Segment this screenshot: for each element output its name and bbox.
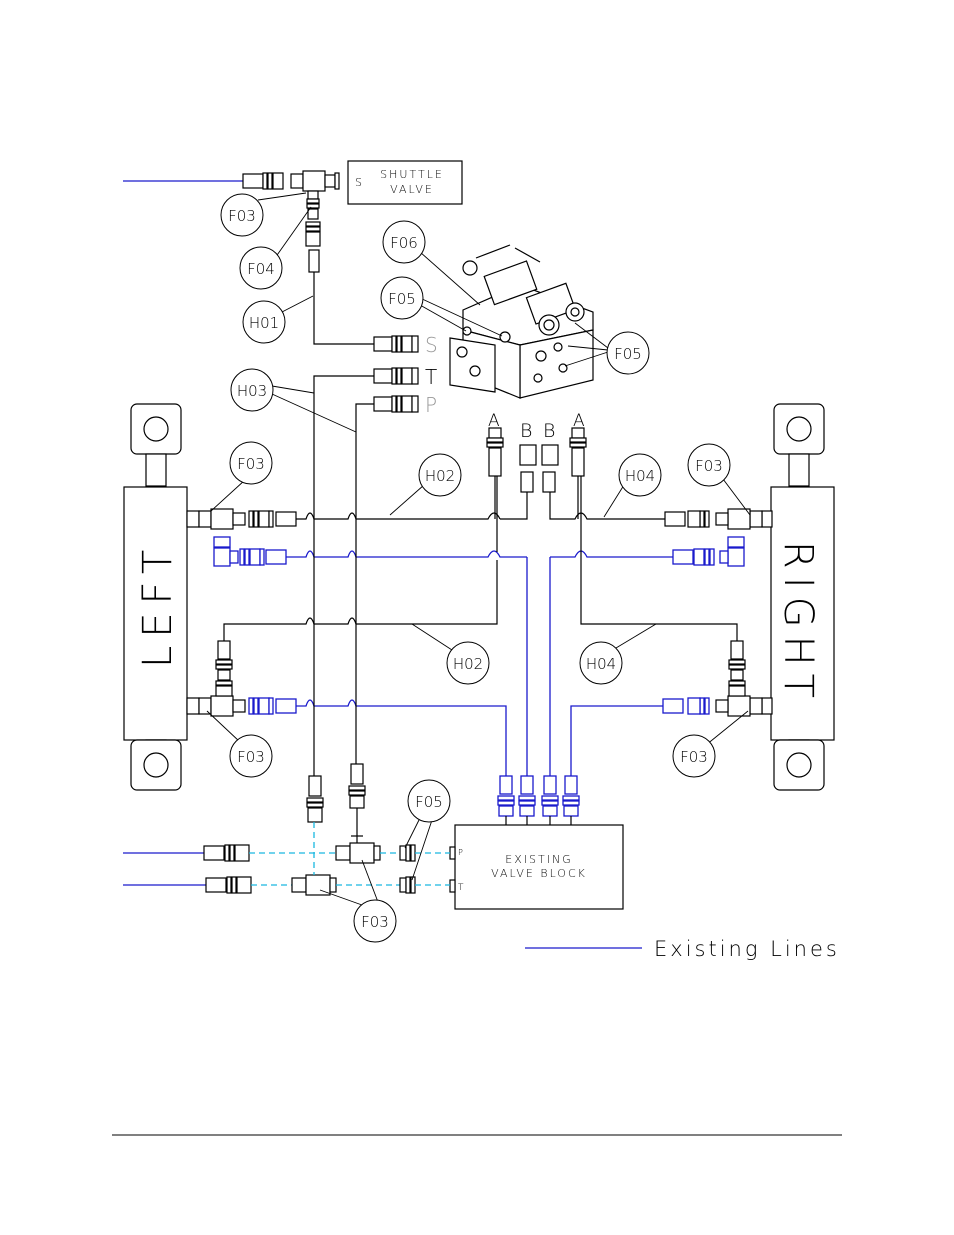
svg-text:H04: H04: [586, 655, 616, 673]
right-cylinder-top-line: [550, 476, 762, 566]
svg-text:F03: F03: [695, 457, 723, 475]
shuttle-port-s-label: S: [355, 176, 362, 189]
svg-text:H01: H01: [249, 314, 279, 332]
svg-text:H02: H02: [453, 655, 483, 673]
block-port-t-label: T: [458, 883, 464, 893]
port-s-label: S: [425, 333, 438, 357]
svg-text:F05: F05: [388, 290, 416, 308]
work-ports: A B B A: [487, 411, 586, 492]
legend-label: Existing Lines: [654, 937, 840, 961]
right-cylinder: RIGHT: [762, 404, 834, 790]
left-cylinder: LEFT: [124, 404, 199, 790]
existing-block-label-2: VALVE BLOCK: [491, 867, 587, 880]
port-b-right-label: B: [543, 420, 555, 442]
shuttle-valve-label-1: SHUTTLE: [380, 168, 444, 181]
existing-valve-block: EXISTING VALVE BLOCK P T: [450, 776, 623, 909]
svg-text:F03: F03: [680, 748, 708, 766]
svg-text:F06: F06: [390, 234, 418, 252]
svg-text:F04: F04: [247, 260, 275, 278]
svg-text:F05: F05: [614, 345, 642, 363]
port-p-label: P: [425, 393, 437, 417]
left-cylinder-top-line: [199, 476, 527, 566]
lower-inlet-lines: [123, 808, 450, 895]
block-port-p-label: P: [458, 848, 463, 857]
valve-port-fittings: S T P: [374, 333, 438, 417]
svg-text:H04: H04: [625, 467, 655, 485]
svg-text:H03: H03: [237, 382, 267, 400]
port-t-label: T: [425, 365, 437, 389]
right-cylinder-label: RIGHT: [775, 541, 821, 706]
svg-text:H02: H02: [425, 467, 455, 485]
existing-trunk-lines: [527, 557, 550, 776]
legend: Existing Lines: [525, 937, 840, 961]
svg-text:F03: F03: [361, 913, 389, 931]
svg-text:F03: F03: [228, 207, 256, 225]
svg-text:F03: F03: [237, 748, 265, 766]
left-cylinder-label: LEFT: [135, 542, 181, 668]
svg-text:F03: F03: [237, 455, 265, 473]
port-b-left-label: B: [520, 420, 532, 442]
svg-text:F05: F05: [415, 793, 443, 811]
shuttle-valve-label-2: VALVE: [390, 183, 434, 196]
existing-block-label-1: EXISTING: [505, 853, 572, 866]
tank-pressure-lines: [307, 376, 374, 822]
